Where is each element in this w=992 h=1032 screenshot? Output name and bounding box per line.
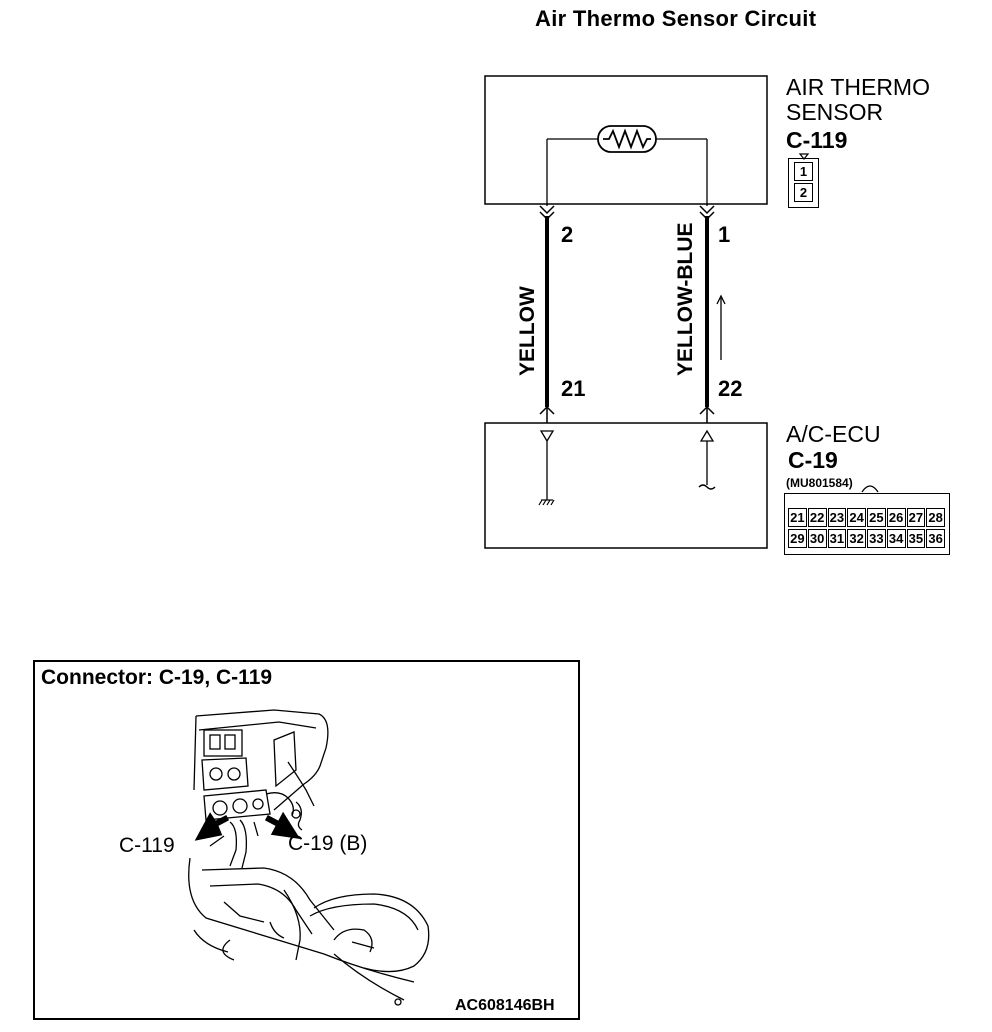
sensor-name-line1: AIR THERMO	[786, 74, 930, 100]
pin-cell: 31	[827, 529, 847, 548]
pin-cell: 25	[867, 508, 886, 527]
pin-cell: 27	[906, 508, 926, 527]
pin-cell: 30	[807, 529, 827, 548]
connector-chevron-icon	[539, 205, 715, 221]
sensor-connector-pinout: 1 2	[788, 158, 819, 208]
pin-cell: 2	[794, 183, 813, 202]
pin-cell: 35	[906, 529, 926, 548]
connector-location-title: Connector: C-19, C-119	[41, 666, 273, 689]
sensor-name-line2: SENSOR	[786, 99, 884, 125]
ecu-name: A/C-ECU	[786, 421, 881, 447]
signal-arrow-icon	[716, 294, 726, 360]
ground-icon	[538, 499, 555, 506]
connector-location-frame	[33, 660, 580, 1020]
sensor-pin-2: 2	[561, 222, 574, 247]
figure-id: AC608146BH	[455, 997, 555, 1014]
ecu-box	[484, 422, 768, 549]
wire-color-label: YELLOW	[516, 286, 539, 376]
sensor-box	[484, 75, 768, 205]
callout-arrow-icon	[194, 812, 230, 841]
pin-cell: 23	[827, 508, 847, 527]
ecu-part-number: (MU801584)	[786, 476, 853, 490]
pin-cell: 26	[886, 508, 906, 527]
pin-cell: 1	[794, 162, 813, 181]
ecu-connector-pinout: 21 22 23 24 25 26 27 28 29 30 31 32 33 3…	[784, 493, 950, 555]
circuit-schematic	[484, 75, 879, 549]
pin-cell: 28	[926, 508, 945, 527]
pin-cell: 33	[867, 529, 886, 548]
pin-cell: 22	[807, 508, 827, 527]
ecu-connector-code: C-19	[788, 447, 838, 473]
pin-cell: 21	[788, 508, 807, 527]
pin-cell: 36	[926, 529, 945, 548]
callout-c119: C-119	[119, 834, 175, 857]
pin-cell: 32	[847, 529, 866, 548]
pin-cell: 29	[788, 529, 807, 548]
sensor-connector-code: C-119	[786, 127, 848, 153]
callout-arrow-icon	[264, 811, 301, 840]
ecu-pin-21: 21	[561, 376, 586, 401]
callout-c19: C-19 (B)	[288, 832, 368, 855]
diagram-title: Air Thermo Sensor Circuit	[535, 6, 817, 31]
pin-cell: 24	[847, 508, 866, 527]
dashboard-illustration	[188, 709, 430, 1006]
sensor-pin-1: 1	[718, 222, 731, 247]
pin-cell: 34	[886, 529, 906, 548]
ecu-pin-22: 22	[718, 376, 743, 401]
wire-color-label: YELLOW-BLUE	[674, 222, 697, 376]
